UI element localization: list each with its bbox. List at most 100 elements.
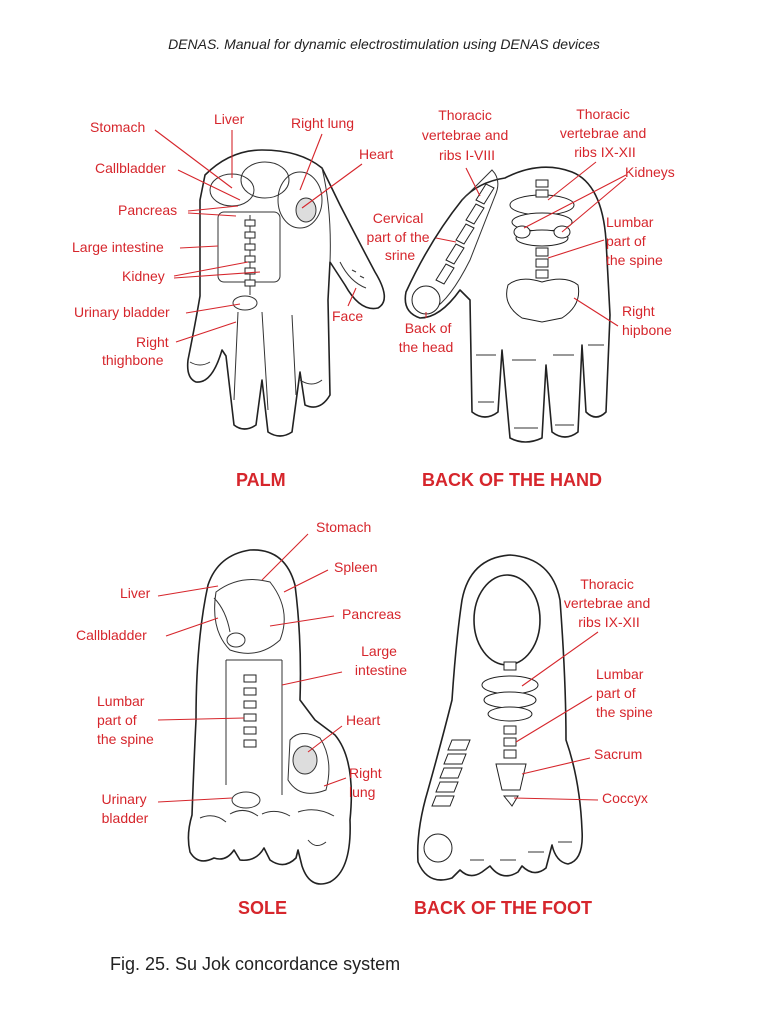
palm-heart-leader	[301, 163, 363, 209]
palm-right-thighbone-leader	[175, 321, 237, 343]
sole-pancreas-leader	[269, 615, 335, 627]
sole-pancreas-label: Pancreas	[342, 606, 401, 622]
sole-right-lung-leader	[323, 777, 347, 787]
sole-urinary-bladder-label: Urinary bladder	[101, 791, 150, 826]
palm-heart-label: Heart	[359, 146, 393, 162]
back-hand-thoracic-9-12-label: Thoracic vertebrae and ribs IX-XII	[560, 106, 650, 160]
back-foot-vertebrae	[503, 661, 517, 759]
palm-liver-organ	[240, 161, 290, 199]
palm-diagram	[186, 149, 386, 437]
sole-large-intestine-leader	[281, 671, 343, 686]
sole-vertebrae	[243, 674, 257, 748]
palm-pancreas-label: Pancreas	[118, 202, 177, 218]
sole-toe-creases	[199, 809, 335, 846]
palm-liver-label: Liver	[214, 111, 245, 127]
palm-right-thighbone-label: Right thighbone	[102, 334, 173, 368]
sole-lumbar-label: Lumbar part of the spine	[97, 693, 154, 747]
palm-pancreas-leader	[187, 205, 239, 217]
sole-stomach-leader	[261, 533, 309, 581]
sole-diagram	[187, 549, 353, 885]
sole-liver-label: Liver	[120, 585, 151, 601]
back-foot-sacrum-label: Sacrum	[594, 746, 642, 762]
back-foot-lumbar-label: Lumbar part of the spine	[596, 666, 653, 720]
sole-bladder-organ	[231, 791, 261, 809]
sole-title: SOLE	[238, 898, 287, 918]
back-of-hand-diagram	[404, 166, 611, 443]
back-foot-heel-oval	[473, 574, 541, 666]
palm-vertebrae	[244, 219, 256, 287]
back-foot-skull	[423, 833, 453, 863]
palm-right-lung-label: Right lung	[291, 115, 354, 131]
back-hand-vertebrae	[535, 179, 549, 279]
sole-stomach-label: Stomach	[316, 519, 371, 535]
palm-stomach-organ	[209, 173, 255, 207]
sole-liver-organ	[213, 597, 231, 633]
back-hand-thoracic-1-8-label: Thoracic vertebrae and ribs I-VIII	[422, 107, 512, 163]
palm-heart-organ	[295, 197, 317, 223]
back-hand-lumbar-label: Lumbar part of the spine	[606, 214, 663, 268]
back-foot-ribcage	[481, 675, 539, 722]
back-foot-neck-spine	[431, 739, 471, 807]
back-hand-right-hipbone-leader	[573, 297, 619, 327]
back-hand-thoracic-1-8-leader	[465, 167, 481, 197]
back-hand-cervical-leader	[435, 237, 457, 243]
sole-heart-organ	[292, 745, 318, 775]
palm-face-leader	[347, 287, 357, 307]
back-hand-cervical-spine	[435, 183, 495, 285]
back-foot-coccyx-leader	[513, 797, 599, 801]
back-hand-lumbar-leader	[547, 239, 605, 259]
palm-right-lung-leader	[299, 133, 323, 191]
back-hand-pelvis	[506, 278, 580, 323]
back-hand-right-hipbone-label: Right hipbone	[622, 303, 672, 338]
page-header: DENAS. Manual for dynamic electrostimula…	[168, 36, 600, 52]
sole-colon	[225, 659, 283, 795]
sole-heel-organs	[214, 579, 285, 654]
sole-heart-label: Heart	[346, 712, 380, 728]
sole-gallbladder-organ	[226, 632, 246, 648]
sole-heart-leader	[307, 725, 343, 753]
palm-hand-sketch	[189, 361, 323, 385]
back-hand-kidneys-leader	[523, 174, 627, 233]
back-hand-thoracic-9-12-leader	[547, 161, 597, 201]
palm-title: PALM	[236, 470, 286, 490]
back-hand-skull	[411, 285, 441, 315]
palm-stomach-label: Stomach	[90, 119, 145, 135]
palm-bladder-organ	[232, 295, 258, 311]
palm-stomach-leader	[154, 129, 233, 189]
sole-urinary-bladder-leader	[157, 797, 233, 803]
back-foot-lumbar-leader	[515, 695, 593, 743]
back-foot-sacrum	[495, 763, 527, 791]
back-hand-outline	[404, 166, 611, 443]
sole-spleen-leader	[283, 569, 329, 593]
palm-large-intestine-leader	[179, 245, 219, 249]
back-foot-coccyx-label: Coccyx	[602, 790, 648, 806]
palm-kidney-label: Kidney	[122, 268, 165, 284]
back-hand-cervical-label: Cervical part of the srine	[367, 210, 434, 263]
sole-spleen-label: Spleen	[334, 559, 378, 575]
palm-urinary-bladder-leader	[185, 303, 241, 314]
sole-outline	[187, 549, 353, 885]
back-of-foot-diagram	[416, 554, 584, 881]
back-hand-kidneys-label: Kidneys	[625, 164, 675, 180]
palm-urinary-bladder-label: Urinary bladder	[74, 304, 170, 320]
back-hand-back-of-head-label: Back of the head	[399, 320, 456, 355]
palm-leg-bones	[233, 311, 297, 411]
back-hand-ribcage	[509, 194, 575, 247]
back-hand-finger-joints	[476, 344, 604, 429]
palm-face-label: Face	[332, 308, 363, 324]
back-of-hand-title: BACK OF THE HAND	[422, 470, 602, 490]
back-foot-sacrum-leader	[521, 757, 591, 775]
back-foot-outline	[416, 554, 584, 881]
palm-thumb-crease	[321, 167, 331, 263]
palm-outline	[186, 149, 386, 437]
figure-caption: Fig. 25. Su Jok concordance system	[110, 954, 401, 974]
sole-callbladder-label: Callbladder	[76, 627, 147, 643]
sole-callbladder-leader	[165, 617, 219, 637]
back-foot-thoracic-label: Thoracic vertebrae and ribs IX-XII	[564, 576, 654, 630]
sole-lumbar-leader	[157, 717, 245, 721]
palm-callbladder-leader	[177, 169, 241, 201]
palm-callbladder-label: Callbladder	[95, 160, 166, 176]
back-of-foot-title: BACK OF THE FOOT	[414, 898, 592, 918]
sole-liver-leader	[157, 585, 219, 597]
